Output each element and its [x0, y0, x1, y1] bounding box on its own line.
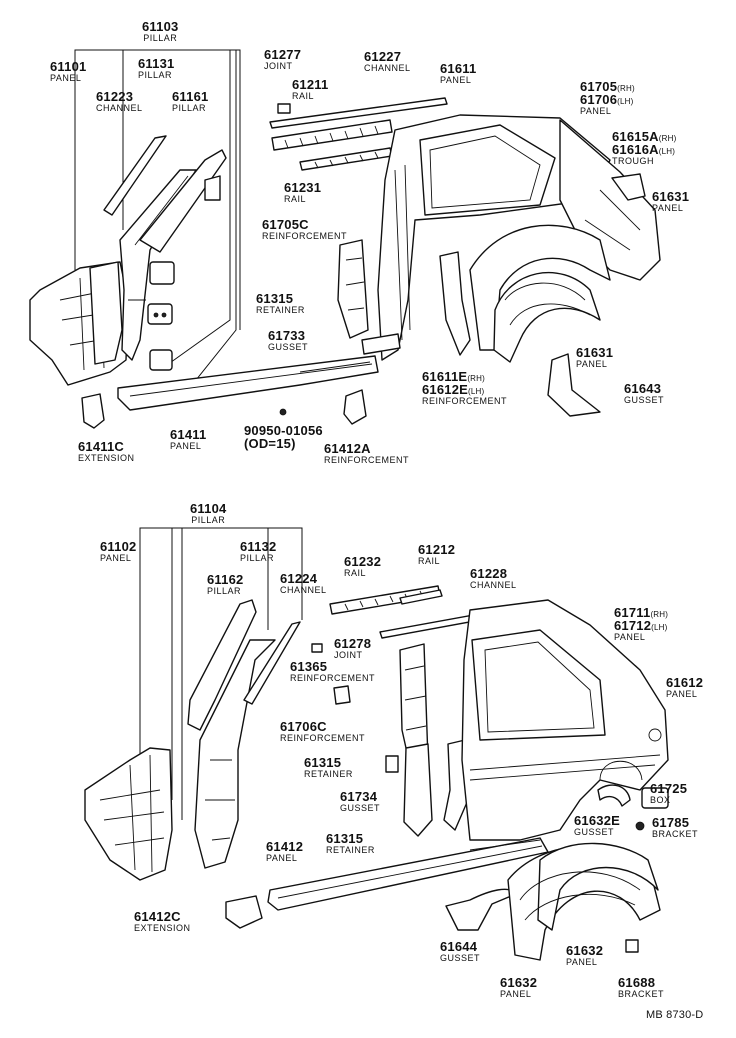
label-61412A: 61412A REINFORCEMENT	[324, 441, 409, 465]
part-bracket-upper-1	[149, 261, 175, 285]
label-61162: 61162 PILLAR	[207, 572, 244, 596]
part-bracket-upper-2	[147, 303, 173, 325]
label-61733: 61733 GUSSET	[268, 328, 309, 352]
part-61161-pillar	[139, 149, 227, 253]
part-61278-joint	[311, 643, 323, 653]
part-61102-panel	[84, 747, 173, 881]
label-61643: 61643 GUSSET	[624, 381, 665, 405]
part-61632-inner-panel	[537, 842, 659, 931]
diagram-code: MB 8730-D	[646, 1009, 704, 1021]
part-61315-retainer-lower	[385, 755, 399, 773]
part-61162-pillar	[187, 599, 257, 731]
label-61231: 61231 RAIL	[284, 180, 322, 204]
part-61733-gusset	[361, 333, 401, 355]
part-61705C-reinforcement	[337, 239, 369, 339]
label-61103: 61103 PILLAR	[142, 19, 179, 43]
label-61725: 61725 BOX	[650, 781, 688, 805]
label-61232: 61232 RAIL	[344, 554, 382, 578]
part-61412-panel	[267, 837, 549, 911]
part-bracket-upper-3	[149, 349, 173, 371]
label-61315-lower-b: 61315 RETAINER	[326, 831, 375, 855]
label-61315-lower-a: 61315 RETAINER	[304, 755, 353, 779]
label-61631-bottom: 61631 PANEL	[576, 345, 614, 369]
label-61615A: 61615A(RH) 61616A(LH) TROUGH	[612, 129, 677, 166]
label-61706C: 61706C REINFORCEMENT	[280, 719, 365, 743]
label-61211: 61211 RAIL	[292, 77, 329, 101]
part-61132-pillar	[194, 639, 276, 869]
part-61412C-extension	[225, 895, 263, 929]
label-61632E: 61632E GUSSET	[574, 813, 621, 837]
part-61101-inner	[89, 261, 123, 365]
label-61411C: 61411C EXTENSION	[78, 439, 135, 463]
label-61277: 61277 JOINT	[264, 47, 302, 71]
part-90950-plug	[279, 408, 287, 416]
part-61631-inner-panel	[493, 271, 601, 363]
label-61365: 61365 REINFORCEMENT	[290, 659, 375, 683]
part-61631-wheelhouse	[469, 224, 611, 351]
label-61315-upper: 61315 RETAINER	[256, 291, 305, 315]
part-61224-channel	[243, 621, 301, 705]
part-61412A-reinforcement	[343, 389, 367, 425]
part-61365-reinforcement	[333, 685, 351, 705]
part-61131-pillar	[119, 169, 197, 361]
label-61161: 61161 PILLAR	[172, 89, 209, 113]
label-61711: 61711(RH) 61712(LH) PANEL	[614, 605, 669, 642]
part-61632E-gusset	[597, 784, 631, 807]
part-61277-joint	[277, 103, 291, 114]
part-61644-gusset	[445, 888, 517, 931]
label-61227: 61227 CHANNEL	[364, 49, 411, 73]
part-61212-rail	[399, 589, 443, 605]
label-61611: 61611 PANEL	[440, 61, 477, 85]
label-61132: 61132 PILLAR	[240, 539, 277, 563]
label-61705: 61705(RH) 61706(LH) PANEL	[580, 79, 635, 116]
label-61104: 61104 PILLAR	[190, 501, 227, 525]
part-61785-bracket	[635, 821, 645, 831]
label-61644: 61644 GUSSET	[440, 939, 481, 963]
label-61705C: 61705C REINFORCEMENT	[262, 217, 347, 241]
part-61725-box	[641, 787, 669, 809]
label-61734: 61734 GUSSET	[340, 789, 381, 813]
label-61411: 61411 PANEL	[170, 427, 207, 451]
label-61223: 61223 CHANNEL	[96, 89, 143, 113]
part-61688-bracket	[625, 939, 639, 953]
part-61227-channel	[269, 97, 448, 129]
leader-61104	[139, 527, 303, 820]
label-61688: 61688 BRACKET	[618, 975, 665, 999]
label-61612: 61612 PANEL	[666, 675, 704, 699]
part-61411C-extension	[81, 393, 105, 429]
label-61131: 61131 PILLAR	[138, 56, 175, 80]
label-61224: 61224 CHANNEL	[280, 571, 327, 595]
label-61412: 61412 PANEL	[266, 839, 304, 863]
label-61632-low: 61632 PANEL	[500, 975, 538, 999]
label-61631-top: 61631 PANEL	[652, 189, 690, 213]
label-61611E: 61611E(RH) 61612E(LH) REINFORCEMENT	[422, 369, 507, 406]
leader-61103	[74, 49, 241, 401]
part-61643-gusset	[547, 353, 601, 417]
label-61102: 61102 PANEL	[100, 539, 137, 563]
part-61223-channel	[103, 135, 167, 216]
label-61101: 61101 PANEL	[50, 59, 87, 83]
label-61785: 61785 BRACKET	[652, 815, 699, 839]
label-61212: 61212 RAIL	[418, 542, 456, 566]
part-61734-gusset	[403, 743, 433, 837]
label-90950-plug: 90950-01056 (OD=15)	[244, 423, 323, 451]
label-61412C: 61412C EXTENSION	[134, 909, 191, 933]
label-61632-mid: 61632 PANEL	[566, 943, 604, 967]
label-61228: 61228 CHANNEL	[470, 566, 517, 590]
part-61411-panel	[117, 355, 379, 411]
part-61611E-reinforcement	[439, 251, 471, 356]
part-61615A-trough	[611, 173, 646, 201]
label-61278: 61278 JOINT	[334, 636, 372, 660]
